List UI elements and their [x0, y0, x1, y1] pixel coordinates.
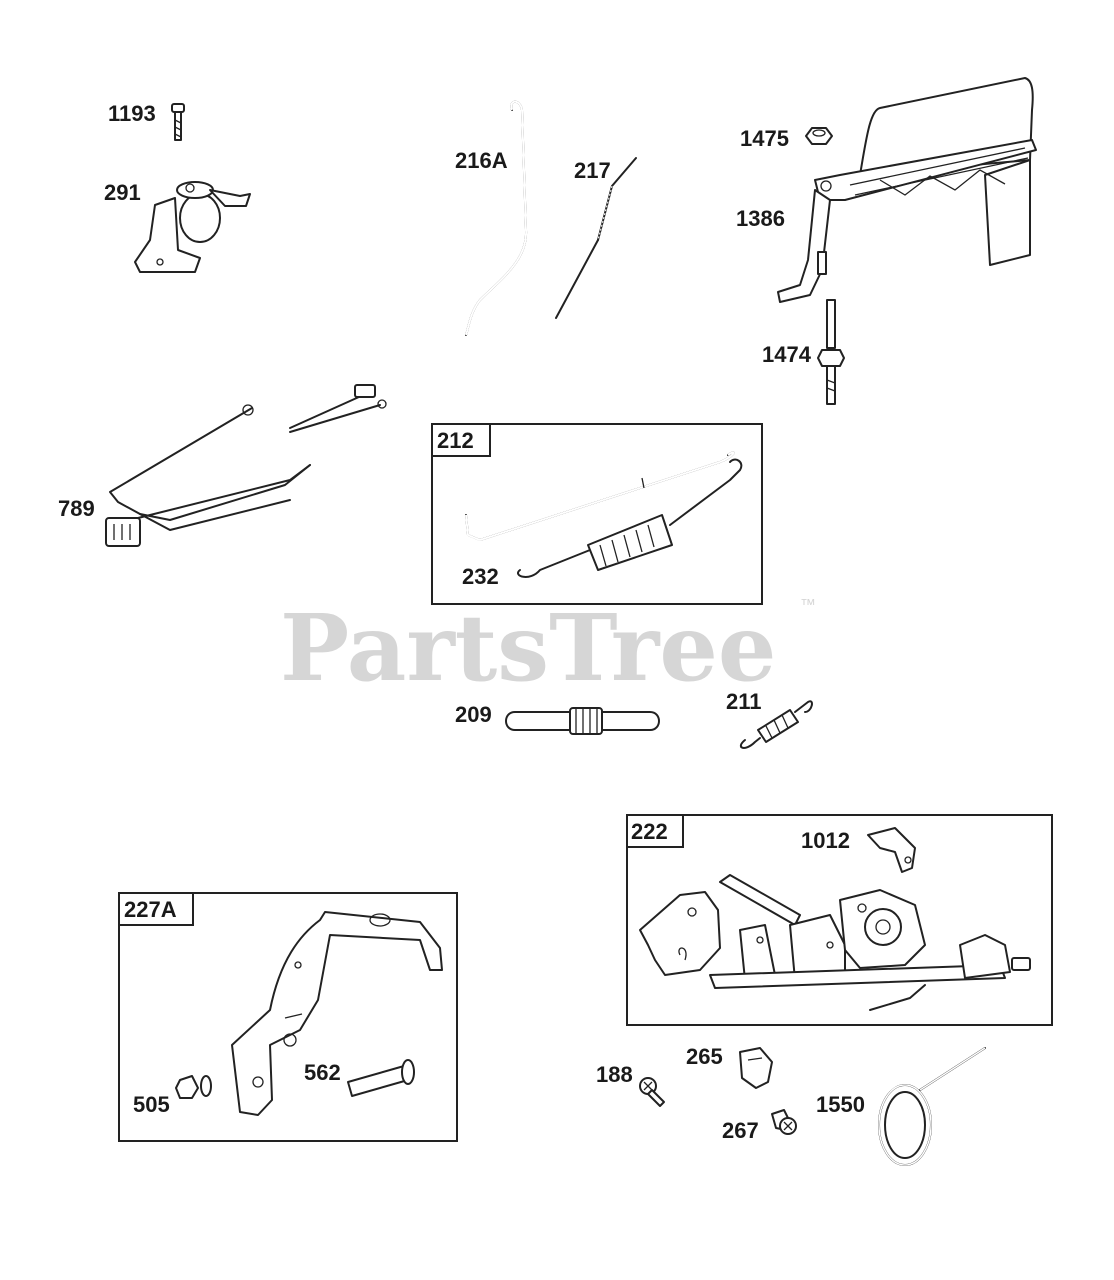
callout-1012: 1012	[801, 828, 850, 853]
part-209-spring[interactable]	[505, 707, 660, 735]
part-1475-nut[interactable]	[805, 127, 833, 145]
part-222-governor-assembly[interactable]	[639, 874, 1031, 1011]
callout-1550: 1550	[816, 1092, 865, 1117]
callout-217: 217	[574, 158, 611, 183]
part-188-screw[interactable]	[639, 1077, 665, 1107]
callout-211: 211	[726, 689, 762, 714]
part-291-bracket[interactable]	[134, 181, 251, 273]
watermark-text: PartsTree	[280, 594, 776, 702]
part-1193-bolt[interactable]	[171, 103, 185, 141]
group-227A-box	[118, 892, 458, 1142]
group-212-box	[431, 423, 763, 605]
group-212-label: 212	[437, 428, 474, 453]
part-505-nut[interactable]	[175, 1075, 212, 1099]
part-1386-shield[interactable]	[777, 77, 1037, 303]
callout-1474: 1474	[762, 342, 812, 367]
part-1012-clip[interactable]	[867, 827, 916, 873]
part-265-clip[interactable]	[739, 1047, 773, 1089]
part-562-bolt[interactable]	[347, 1059, 415, 1097]
callout-562: 562	[304, 1060, 341, 1085]
callout-267: 267	[722, 1118, 759, 1143]
part-232-spring[interactable]	[517, 458, 743, 578]
callout-789: 789	[58, 496, 95, 521]
callout-505: 505	[133, 1092, 170, 1117]
callout-209: 209	[455, 702, 492, 727]
part-211-spring[interactable]	[739, 700, 813, 749]
group-222-label: 222	[631, 819, 668, 844]
part-212-link-rod[interactable]	[465, 451, 735, 542]
group-222-box	[626, 814, 1053, 1026]
callout-291: 291	[104, 180, 141, 205]
part-216A-rod[interactable]	[465, 100, 528, 336]
part-217-spring[interactable]	[555, 157, 637, 319]
callout-216A: 216A	[455, 148, 508, 173]
group-227A-label: 227A	[124, 897, 177, 922]
part-227A-bracket[interactable]	[231, 911, 443, 1116]
callout-1193: 1193	[108, 101, 156, 126]
callout-188: 188	[596, 1062, 633, 1087]
part-1550-spring[interactable]	[878, 1047, 986, 1166]
callout-232: 232	[462, 564, 499, 589]
part-789-harness[interactable]	[105, 384, 387, 547]
watermark-trademark: ™	[800, 597, 816, 614]
callout-265: 265	[686, 1044, 723, 1069]
part-1474-stud[interactable]	[817, 299, 845, 405]
callout-1386: 1386	[736, 206, 785, 231]
callout-1475: 1475	[740, 126, 789, 151]
part-267-screw[interactable]	[771, 1109, 797, 1135]
